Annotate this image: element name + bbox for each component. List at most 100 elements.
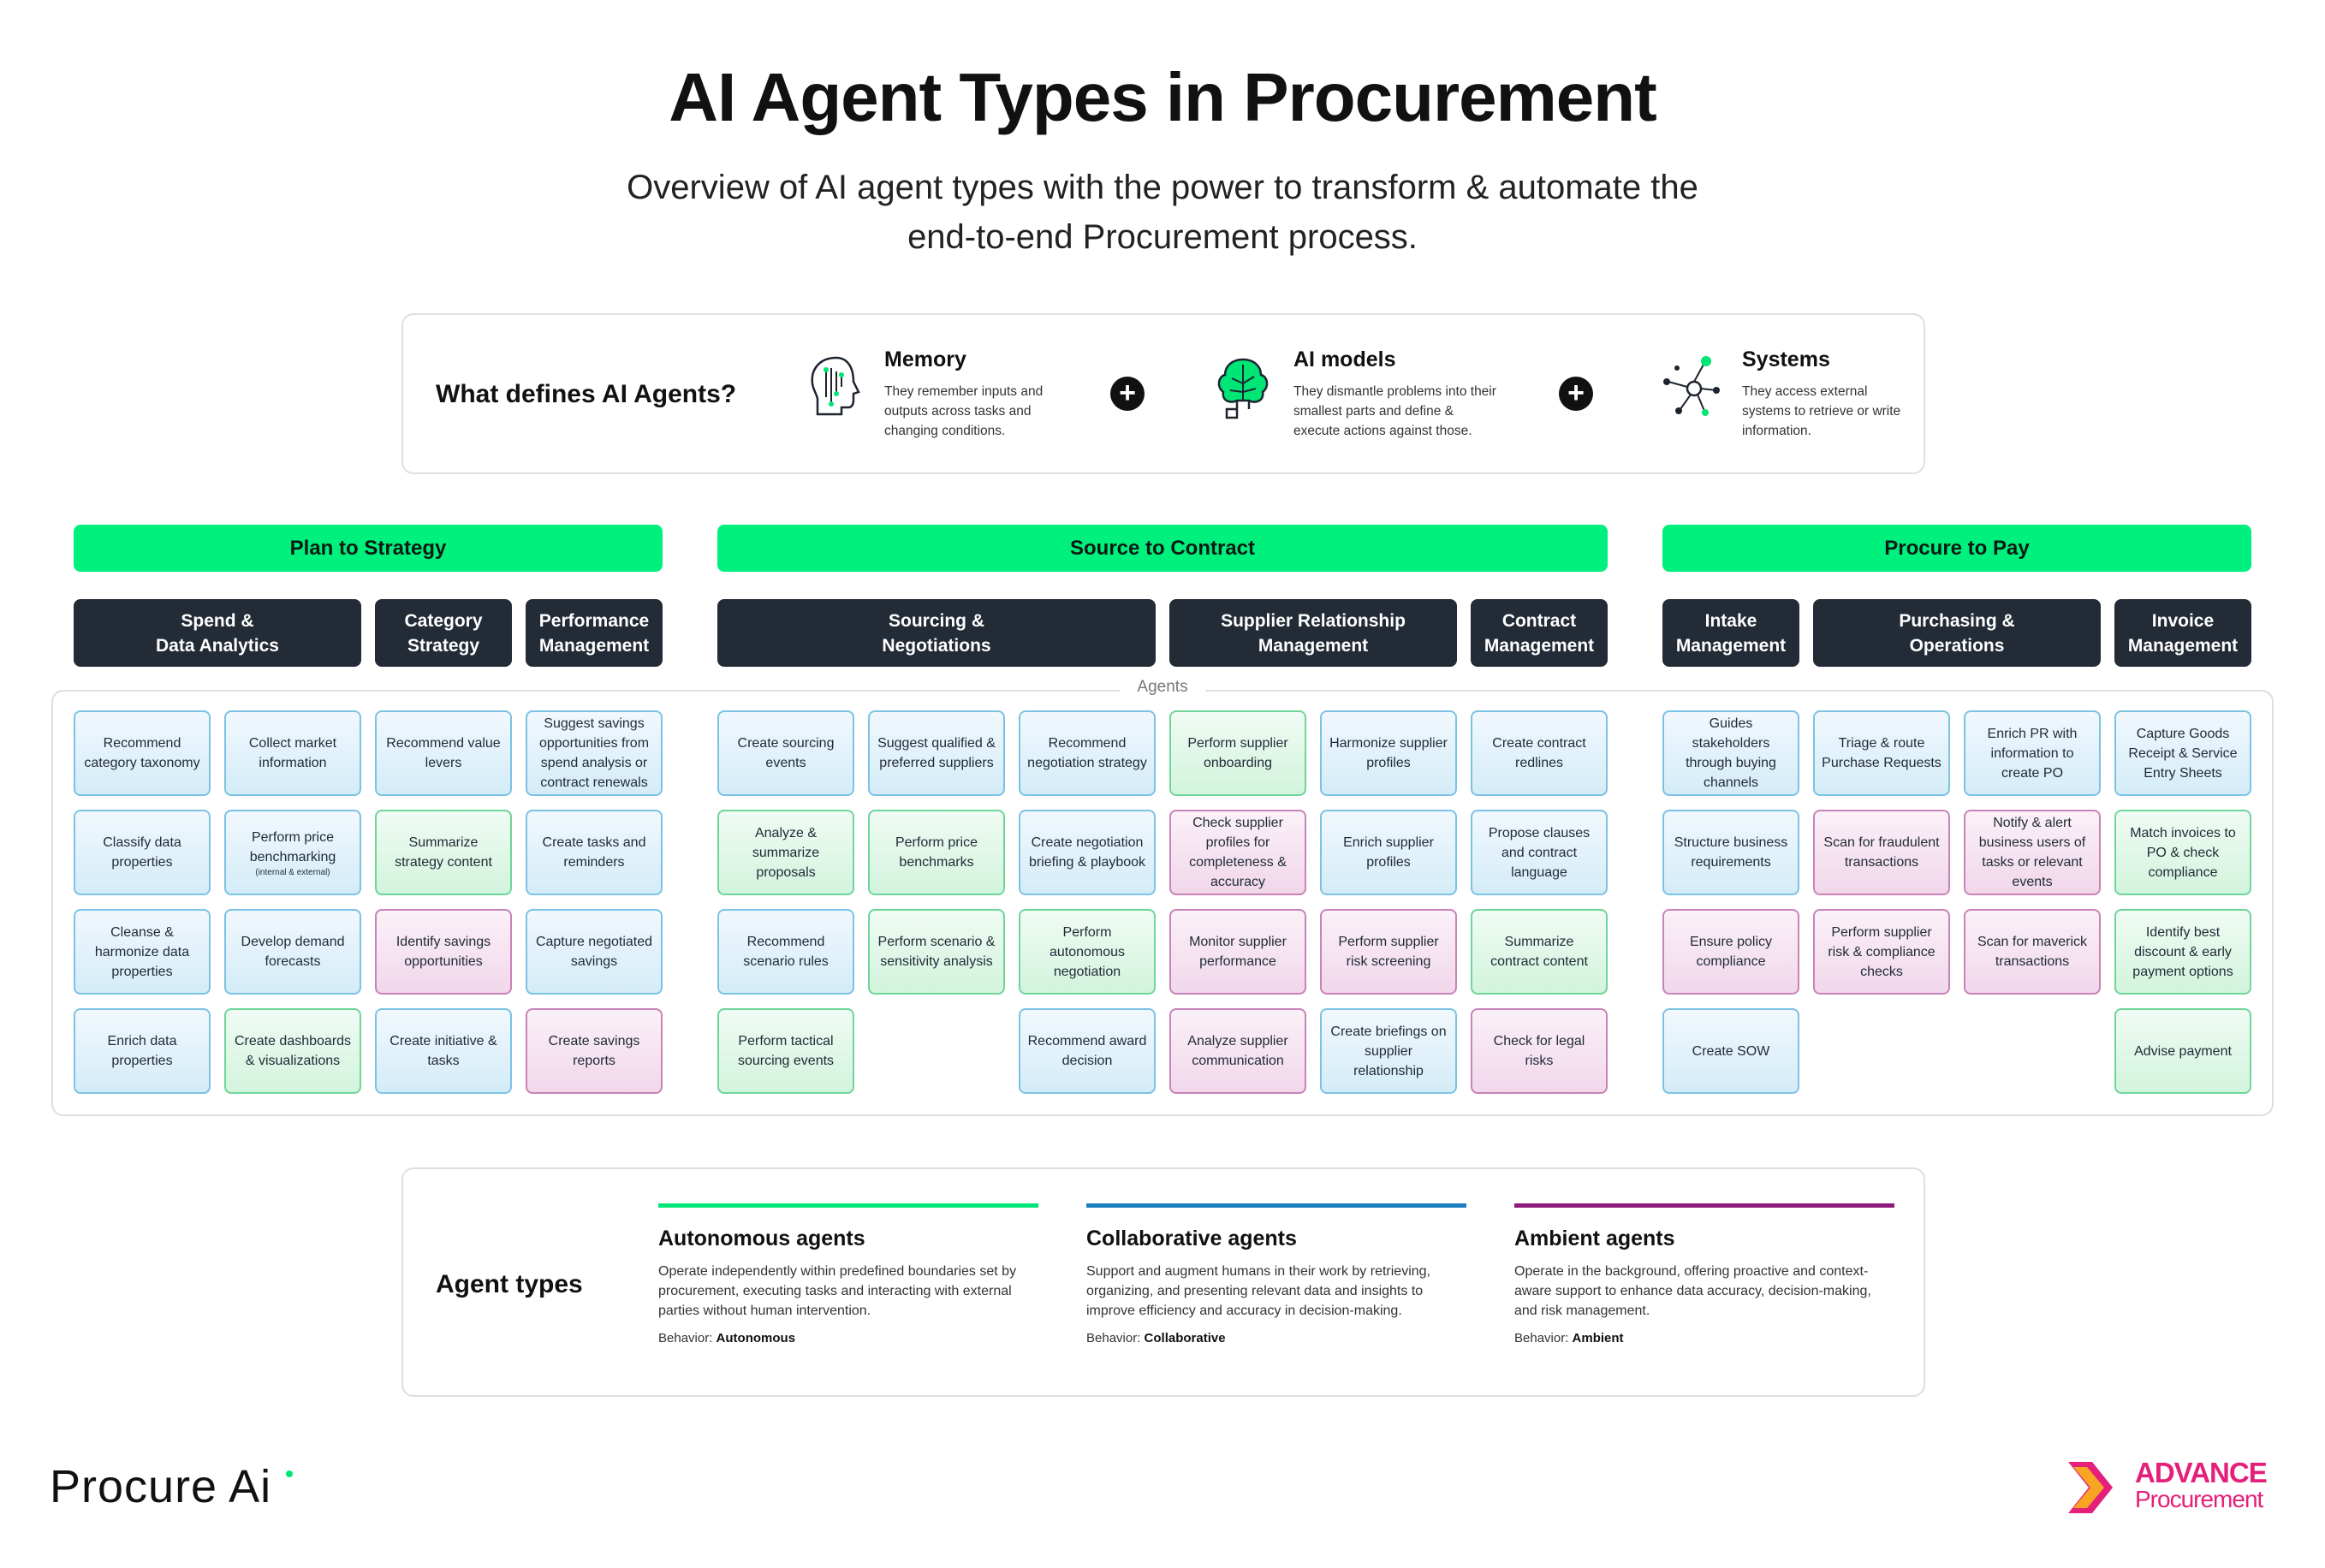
agent-card-label: Enrich supplier profiles bbox=[1343, 835, 1434, 870]
agent-card: Recommend award decision bbox=[1019, 1008, 1156, 1094]
collaborative-color-bar bbox=[1086, 1203, 1466, 1208]
agent-card-label: Structure business requirements bbox=[1674, 835, 1788, 870]
agent-card: Create savings reports bbox=[526, 1008, 663, 1094]
ambient-color-bar bbox=[1514, 1203, 1894, 1208]
agent-card-label: Monitor supplier performance bbox=[1189, 935, 1287, 969]
agent-card: Identify best discount & early payment o… bbox=[2114, 909, 2251, 995]
agent-card: Perform supplier onboarding bbox=[1169, 710, 1306, 796]
agent-card-label: Advise payment bbox=[2134, 1043, 2232, 1059]
agent-card-label: Perform tactical sourcing events bbox=[737, 1034, 835, 1068]
advance-text: ADVANCE bbox=[2135, 1457, 2268, 1488]
agent-card: Summarize contract content bbox=[1471, 909, 1608, 995]
agent-card: Advise payment bbox=[2114, 1008, 2251, 1094]
agent-card: Enrich data properties bbox=[74, 1008, 211, 1094]
agent-type-autonomous: Autonomous agents Operate independently … bbox=[658, 1203, 1038, 1345]
agent-card: Analyze & summarize proposals bbox=[717, 810, 854, 895]
agent-card-label: Identify savings opportunities bbox=[395, 935, 491, 969]
phase-plan-to-strategy: Plan to Strategy bbox=[74, 525, 663, 572]
agent-card: Create briefings on supplier relationshi… bbox=[1320, 1008, 1457, 1094]
agent-card-label: Check for legal risks bbox=[1493, 1034, 1585, 1068]
procure-ai-logo: Procure Ai bbox=[50, 1461, 272, 1512]
agent-type-ambient: Ambient agents Operate in the background… bbox=[1514, 1203, 1894, 1345]
agent-types-title: Agent types bbox=[436, 1270, 583, 1298]
plus-icon: + bbox=[1110, 377, 1145, 411]
agent-card: Recommend negotiation strategy bbox=[1019, 710, 1156, 796]
agent-card-label: Recommend award decision bbox=[1027, 1034, 1147, 1068]
agent-card-label: Perform price benchmarking bbox=[249, 829, 336, 864]
agent-card: Recommend scenario rules bbox=[717, 909, 854, 995]
agent-card-label: Suggest savings opportunities from spend… bbox=[538, 716, 650, 790]
autonomous-name: Autonomous agents bbox=[658, 1226, 865, 1250]
systems-desc: They access external systems to retrieve… bbox=[1742, 384, 1901, 438]
agent-card-label: Recommend negotiation strategy bbox=[1027, 736, 1147, 770]
autonomous-behavior: Behavior: Autonomous bbox=[658, 1331, 796, 1345]
autonomous-desc: Operate independently within predefined … bbox=[658, 1264, 1017, 1318]
network-nodes-icon bbox=[1663, 356, 1720, 416]
agent-card: Perform price benchmarking (internal & ex… bbox=[224, 810, 361, 895]
agent-card-note: (internal & external) bbox=[255, 867, 330, 877]
agent-card-label: Scan for maverick transactions bbox=[1977, 935, 2088, 969]
category-category-strategy: Category Strategy bbox=[375, 599, 512, 667]
agent-card-label: Develop demand forecasts bbox=[241, 935, 345, 969]
agent-card: Classify data properties bbox=[74, 810, 211, 895]
agent-card-label: Guides stakeholders through buying chann… bbox=[1686, 716, 1776, 790]
agent-card-label: Propose clauses and contract language bbox=[1488, 825, 1591, 880]
category-intake-management: Intake Management bbox=[1662, 599, 1799, 667]
autonomous-color-bar bbox=[658, 1203, 1038, 1208]
agent-card-label: Cleanse & harmonize data properties bbox=[94, 924, 190, 979]
collaborative-desc: Support and augment humans in their work… bbox=[1086, 1264, 1430, 1318]
category-supplier-relationship-management: Supplier Relationship Management bbox=[1169, 599, 1457, 667]
agent-card: Perform price benchmarks bbox=[868, 810, 1005, 895]
agent-card: Create dashboards & visualizations bbox=[224, 1008, 361, 1094]
agent-card-label: Create dashboards & visualizations bbox=[234, 1034, 352, 1068]
agent-card-label: Collect market information bbox=[248, 736, 337, 770]
agent-type-collaborative: Collaborative agents Support and augment… bbox=[1086, 1203, 1466, 1345]
memory-desc: They remember inputs and outputs across … bbox=[884, 384, 1044, 438]
page-subtitle: Overview of AI agent types with the powe… bbox=[627, 169, 1698, 256]
agent-card: Recommend value levers bbox=[375, 710, 512, 796]
agent-card: Create negotiation briefing & playbook bbox=[1019, 810, 1156, 895]
agent-card: Perform supplier risk screening bbox=[1320, 909, 1457, 995]
agent-card-label: Summarize contract content bbox=[1490, 935, 1588, 969]
agent-card-label: Notify & alert business users of tasks o… bbox=[1978, 816, 2086, 889]
agent-card-label: Classify data properties bbox=[103, 835, 181, 870]
advance-procurement-logo: ADVANCE Procurement bbox=[2066, 1455, 2272, 1517]
agent-card-label: Suggest qualified & preferred suppliers bbox=[877, 736, 996, 770]
agent-card-label: Create sourcing events bbox=[737, 736, 835, 770]
agent-card: Create SOW bbox=[1662, 1008, 1799, 1094]
ai-models-desc: They dismantle problems into their small… bbox=[1293, 384, 1496, 438]
agent-card-label: Create negotiation briefing & playbook bbox=[1028, 835, 1146, 870]
agent-card-label: Create briefings on supplier relationshi… bbox=[1330, 1024, 1447, 1078]
agent-card-label: Match invoices to PO & check compliance bbox=[2130, 825, 2236, 880]
agent-card: Suggest qualified & preferred suppliers bbox=[868, 710, 1005, 796]
agent-card: Perform scenario & sensitivity analysis bbox=[868, 909, 1005, 995]
agent-card-label: Check supplier profiles for completeness… bbox=[1189, 816, 1287, 889]
agent-card: Structure business requirements bbox=[1662, 810, 1799, 895]
agent-card-label: Perform supplier risk & compliance check… bbox=[1828, 924, 1936, 979]
phase-source-to-contract: Source to Contract bbox=[717, 525, 1608, 572]
agent-card-label: Capture negotiated savings bbox=[535, 935, 653, 969]
logo-dot-icon bbox=[286, 1470, 293, 1477]
agent-card-label: Perform supplier risk screening bbox=[1338, 935, 1439, 969]
agent-card: Identify savings opportunities bbox=[375, 909, 512, 995]
agent-card: Recommend category taxonomy bbox=[74, 710, 211, 796]
plus-icon: + bbox=[1559, 377, 1593, 411]
phase-procure-to-pay: Procure to Pay bbox=[1662, 525, 2251, 572]
category-contract-management: Contract Management bbox=[1471, 599, 1608, 667]
procurement-text: Procurement bbox=[2135, 1486, 2263, 1512]
agent-card-label: Analyze & summarize proposals bbox=[752, 825, 820, 880]
agent-card: Check for legal risks bbox=[1471, 1008, 1608, 1094]
category-invoice-management: Invoice Management bbox=[2114, 599, 2251, 667]
ai-models-name: AI models bbox=[1293, 347, 1396, 371]
agent-card: Create tasks and reminders bbox=[526, 810, 663, 895]
agent-card: Guides stakeholders through buying chann… bbox=[1662, 710, 1799, 796]
brain-network-icon bbox=[1217, 358, 1269, 419]
agent-card-label: Create contract redlines bbox=[1492, 736, 1586, 770]
agent-types-panel: Agent types Autonomous agents Operate in… bbox=[401, 1167, 1925, 1397]
agent-card-label: Enrich data properties bbox=[107, 1034, 177, 1068]
agent-card: Develop demand forecasts bbox=[224, 909, 361, 995]
agent-card-label: Create savings reports bbox=[548, 1034, 640, 1068]
agent-card-label: Triage & route Purchase Requests bbox=[1822, 736, 1941, 770]
agent-card: Suggest savings opportunities from spend… bbox=[526, 710, 663, 796]
ambient-desc: Operate in the background, offering proa… bbox=[1514, 1264, 1871, 1318]
